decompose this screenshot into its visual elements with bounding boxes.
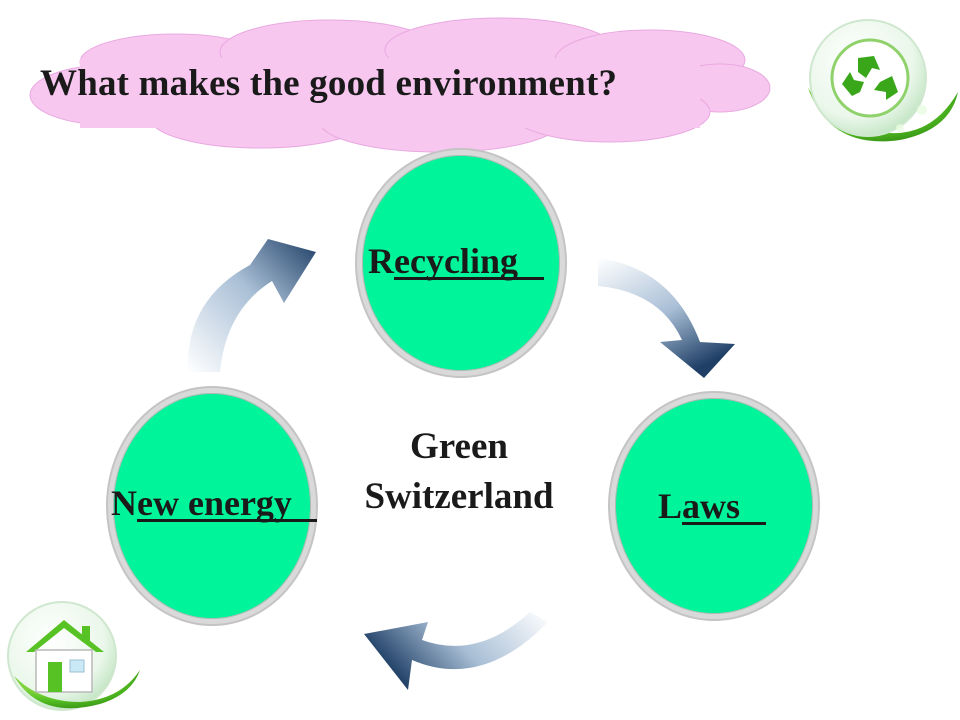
- prefix-letter: R: [368, 241, 394, 281]
- arrow-right-to-left: [364, 612, 548, 690]
- arrow-top-to-right: [598, 258, 735, 378]
- node-new-energy-label: New energy: [111, 482, 317, 524]
- prefix-letter: N: [111, 483, 137, 523]
- center-line-1: Green: [410, 426, 508, 467]
- center-line-2: Switzerland: [364, 476, 554, 517]
- node-new-energy: [108, 388, 316, 624]
- arrow-left-to-top: [187, 239, 316, 372]
- question-title: What makes the good environment?: [40, 63, 618, 104]
- center-text: Green Switzerland: [344, 422, 574, 522]
- node-recycling-label: Recycling: [368, 240, 544, 282]
- house-icon: [7, 601, 140, 711]
- answer-blank: ew energy: [137, 482, 317, 524]
- node-laws-label: Laws: [658, 485, 767, 527]
- node-laws: [610, 393, 818, 619]
- prefix-letter: L: [658, 486, 683, 526]
- answer-blank: ecycling: [394, 240, 544, 282]
- recycle-icon: [808, 19, 958, 142]
- answer-blank: aws: [682, 485, 767, 527]
- node-recycling: [357, 150, 565, 376]
